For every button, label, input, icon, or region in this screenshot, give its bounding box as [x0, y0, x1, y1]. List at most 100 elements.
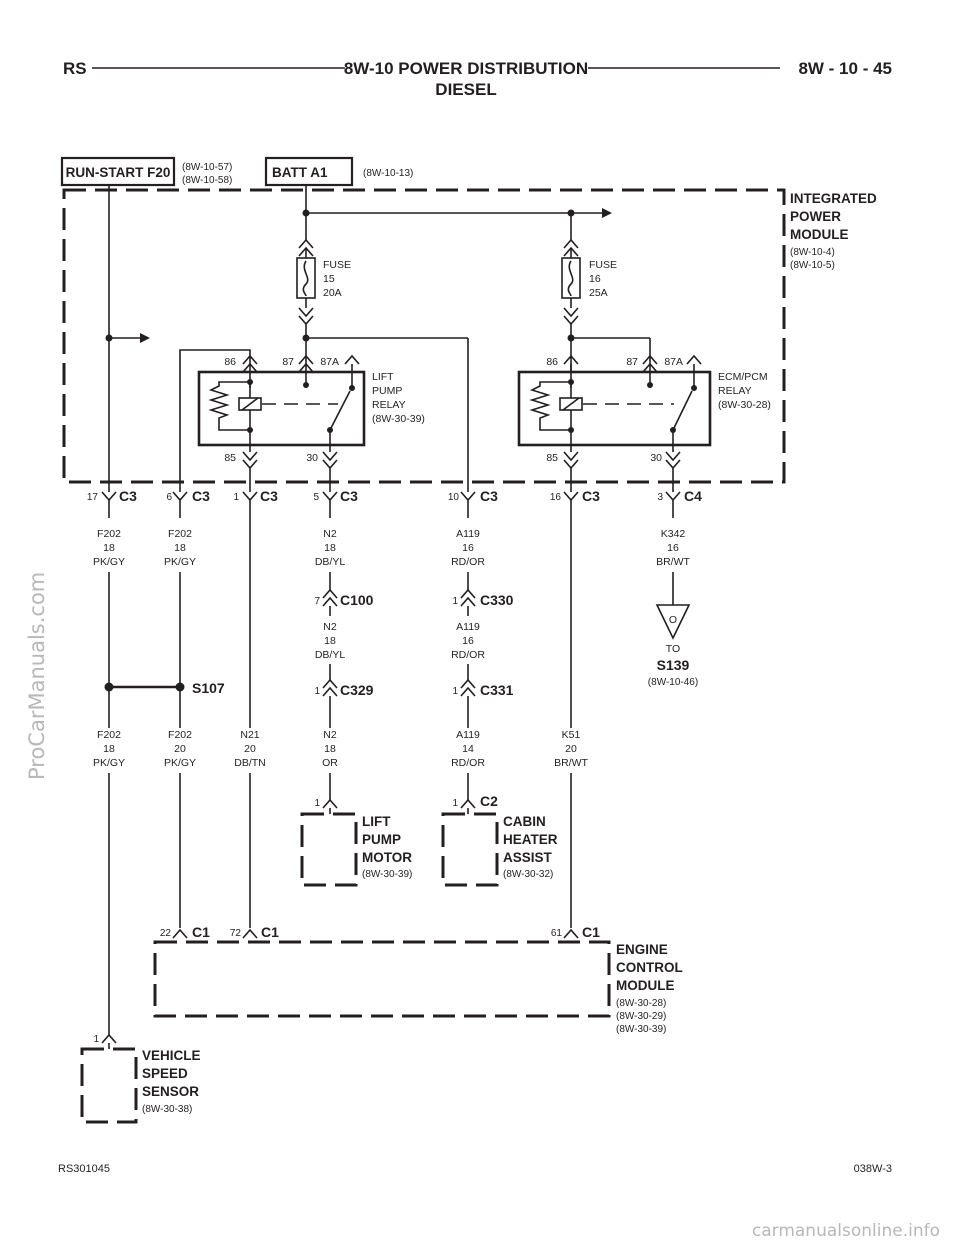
conn-top-pin-3: 1: [233, 492, 239, 503]
connector-c3-16: [563, 491, 579, 518]
to-splice-name: S139: [657, 657, 690, 673]
relay2-30-label: 30: [650, 452, 662, 464]
fuse15-l1: FUSE: [323, 259, 351, 271]
connector-c3-10: [460, 491, 476, 518]
relay2-86-label: 86: [546, 356, 558, 368]
ecm-conn-name-1: C1: [192, 924, 210, 940]
wire-l3-gauge: 20: [244, 743, 256, 755]
wire-m2-color: RD/OR: [451, 649, 485, 661]
wire-l2-gauge: 20: [174, 743, 186, 755]
wire-l6-color: BR/WT: [554, 757, 588, 769]
lift-pump-motor-l3: MOTOR: [362, 850, 412, 865]
ecm-c1-72: [242, 928, 258, 939]
wire-l3-color: DB/TN: [234, 757, 266, 769]
relay1-switch-blade: [329, 390, 351, 431]
conn-top-name-4: C3: [340, 488, 358, 504]
lift-pump-relay-box: [197, 370, 366, 447]
wire-u2-color: PK/GY: [164, 556, 196, 568]
lift-pump-motor-terminal: [322, 798, 338, 809]
watermark-bottom: carmanualsonline.info: [752, 1221, 940, 1241]
cabin-heater-pin: 1: [452, 798, 458, 809]
fuse16-body: [561, 257, 581, 299]
to-splice-symbol: O: [669, 614, 677, 626]
wire-u4-code: A119: [456, 528, 480, 540]
cabin-heater-l3: ASSIST: [503, 850, 553, 865]
wire-u4-gauge: 16: [462, 542, 474, 554]
cabin-heater-terminal: [460, 798, 476, 809]
footer-right: 038W-3: [854, 1163, 892, 1175]
wire-u1-gauge: 18: [103, 542, 115, 554]
conn-top-name-3: C3: [260, 488, 278, 504]
f202-relay-feed: [179, 349, 251, 492]
ipm-outline: [62, 188, 786, 484]
relay2-87a-label: 87A: [664, 356, 683, 368]
inline-c329-name: C329: [340, 682, 374, 698]
wire-l5-color: RD/OR: [451, 757, 485, 769]
ecm-outline: [153, 940, 611, 1018]
fuse15-bottom-terminal: [298, 307, 314, 326]
ipm-ref-1: (8W-10-4): [790, 247, 835, 258]
ecm-conn-pin-3: 61: [551, 928, 563, 939]
inline-c100-name: C100: [340, 592, 374, 608]
relay2-switch-blade: [672, 390, 693, 431]
ecm-conn-pin-1: 22: [160, 928, 172, 939]
inline-c100: [322, 588, 338, 607]
fuse16-bottom-terminal: [563, 307, 579, 326]
wire-l6-gauge: 20: [565, 743, 577, 755]
fuse15-l3: 20A: [323, 287, 342, 299]
relay1-85-label: 85: [224, 452, 236, 464]
inline-c329-pin: 1: [314, 686, 320, 697]
relay1-86-terminal: [242, 354, 258, 373]
wire-u5-code: K342: [661, 528, 686, 540]
wire-l4-gauge: 18: [324, 743, 336, 755]
relay1-30-label: 30: [306, 452, 318, 464]
wire-l2-code: F202: [168, 729, 192, 741]
vss-outline: [80, 1047, 138, 1124]
wire-l3-code: N21: [240, 729, 259, 741]
ecm-conn-name-3: C1: [582, 924, 600, 940]
relay2-85-label: 85: [546, 452, 558, 464]
ecm-ref2: (8W-30-29): [616, 1011, 666, 1022]
conn-top-name-2: C3: [192, 488, 210, 504]
wire-u3-gauge: 18: [324, 542, 336, 554]
relay1-87-label: 87: [282, 356, 294, 368]
vss-l2: SPEED: [142, 1066, 188, 1081]
wire-l6-code: K51: [562, 729, 581, 741]
fuse15-element: [302, 260, 309, 297]
connector-c3-1: [242, 491, 258, 518]
inline-c100-pin: 7: [314, 596, 320, 607]
relay2-l2: RELAY: [718, 385, 752, 397]
relay1-l3: RELAY: [372, 399, 406, 411]
conn-top-name-1: C3: [119, 488, 137, 504]
conn-top-pin-6: 16: [550, 492, 562, 503]
relay1-87a-terminal: [344, 354, 360, 365]
vss-l3: SENSOR: [142, 1084, 199, 1099]
lift-pump-motor-outline: [300, 812, 358, 887]
ecm-l1: ENGINE: [616, 942, 668, 957]
relay2-87-label: 87: [626, 356, 638, 368]
header-subtitle: DIESEL: [435, 80, 496, 99]
wire-m2-code: A119: [456, 621, 480, 633]
ecm-c1-22: [172, 928, 188, 939]
wire-u3-code: N2: [323, 528, 337, 540]
header-page-number: 8W - 10 - 45: [798, 59, 892, 78]
relay1-30-terminal: [322, 451, 338, 470]
relay1-86-label: 86: [224, 356, 236, 368]
lift-pump-motor-l1: LIFT: [362, 814, 391, 829]
conn-top-pin-4: 5: [313, 492, 319, 503]
wire-l1-color: PK/GY: [93, 757, 125, 769]
conn-top-name-6: C3: [582, 488, 600, 504]
inline-c331-name: C331: [480, 682, 514, 698]
wire-l1-gauge: 18: [103, 743, 115, 755]
footer-left: RS301045: [58, 1163, 110, 1175]
wire-l4-color: OR: [322, 757, 338, 769]
fuse16-l2: 16: [589, 273, 601, 285]
relay1-resistor: [208, 381, 250, 431]
relay1-85-terminal: [242, 451, 258, 470]
wire-l4-code: N2: [323, 729, 337, 741]
wire-m1-gauge: 18: [324, 635, 336, 647]
relay2-87-terminal: [642, 354, 658, 373]
to-splice-ref: (8W-10-46): [648, 677, 698, 688]
relay2-l1: ECM/PCM: [718, 371, 768, 383]
fuse16-element: [567, 260, 574, 297]
